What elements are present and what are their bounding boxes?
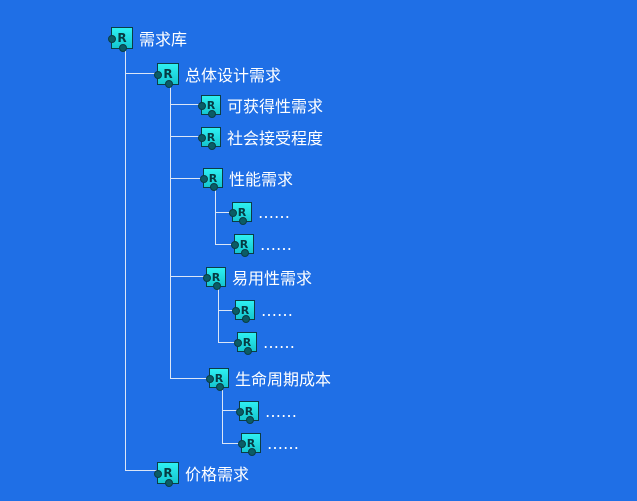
connector-line	[170, 178, 204, 179]
tree-node-usability-child-2[interactable]: R ……	[234, 330, 295, 355]
requirement-puzzle-icon: R	[198, 95, 221, 118]
tree-node-label: 总体设计需求	[185, 66, 282, 85]
tree-node-lifecycle[interactable]: R 生命周期成本	[206, 366, 332, 391]
tree-node-label: 价格需求	[185, 465, 250, 484]
connector-line	[170, 136, 202, 137]
tree-node-label: ……	[263, 332, 295, 352]
tree-node-label: 易用性需求	[232, 269, 313, 288]
connector-line	[215, 244, 235, 245]
requirement-puzzle-icon: R	[198, 127, 221, 150]
tree-node-performance-child-1[interactable]: R ……	[229, 200, 290, 225]
connector-line	[215, 212, 233, 213]
tree-node-usability-child-1[interactable]: R ……	[232, 298, 293, 323]
requirement-puzzle-icon: R	[231, 234, 254, 257]
connector-line	[222, 410, 240, 411]
tree-node-label: ……	[258, 202, 290, 222]
requirement-puzzle-icon: R	[229, 202, 252, 225]
requirement-puzzle-icon: R	[238, 433, 261, 456]
requirement-puzzle-icon: R	[154, 462, 179, 487]
tree-node-usability[interactable]: R 易用性需求	[203, 265, 313, 290]
connector-line	[218, 288, 219, 342]
tree-node-lifecycle-child-2[interactable]: R ……	[238, 431, 299, 456]
connector-line	[218, 342, 238, 343]
tree-node-label: 社会接受程度	[227, 129, 324, 148]
connector-line	[218, 310, 236, 311]
connector-line	[215, 190, 216, 244]
tree-node-availability[interactable]: R 可获得性需求	[198, 93, 324, 118]
requirement-puzzle-icon: R	[236, 401, 259, 424]
tree-node-label: ……	[265, 401, 297, 421]
tree-node-label: 生命周期成本	[235, 370, 332, 389]
tree-node-label: ……	[260, 234, 292, 254]
requirement-puzzle-icon: R	[200, 168, 223, 191]
tree-node-performance[interactable]: R 性能需求	[200, 166, 294, 191]
tree-node-overall[interactable]: R 总体设计需求	[154, 62, 282, 88]
tree-node-label: ……	[267, 433, 299, 453]
requirement-puzzle-icon: R	[108, 27, 133, 52]
connector-line	[222, 443, 242, 444]
connector-line	[170, 276, 207, 277]
connector-line	[170, 378, 210, 379]
connector-line	[125, 49, 126, 470]
requirement-puzzle-icon: R	[234, 332, 257, 355]
requirement-puzzle-icon: R	[232, 300, 255, 323]
connector-line	[170, 84, 171, 379]
tree-node-social[interactable]: R 社会接受程度	[198, 125, 324, 150]
connector-line	[125, 73, 158, 74]
tree-node-performance-child-2[interactable]: R ……	[231, 232, 292, 257]
connector-line	[125, 470, 158, 471]
connector-line	[170, 104, 202, 105]
tree-node-label: 可获得性需求	[227, 97, 324, 116]
tree-node-root[interactable]: R 需求库	[108, 26, 188, 52]
requirement-puzzle-icon: R	[203, 267, 226, 290]
connector-line	[222, 390, 223, 443]
tree-node-label: ……	[261, 300, 293, 320]
tree-node-price[interactable]: R 价格需求	[154, 461, 250, 487]
requirement-puzzle-icon: R	[154, 63, 179, 88]
tree-node-label: 性能需求	[229, 170, 294, 189]
requirement-puzzle-icon: R	[206, 368, 229, 391]
tree-node-lifecycle-child-1[interactable]: R ……	[236, 399, 297, 424]
tree-node-label: 需求库	[139, 30, 188, 49]
